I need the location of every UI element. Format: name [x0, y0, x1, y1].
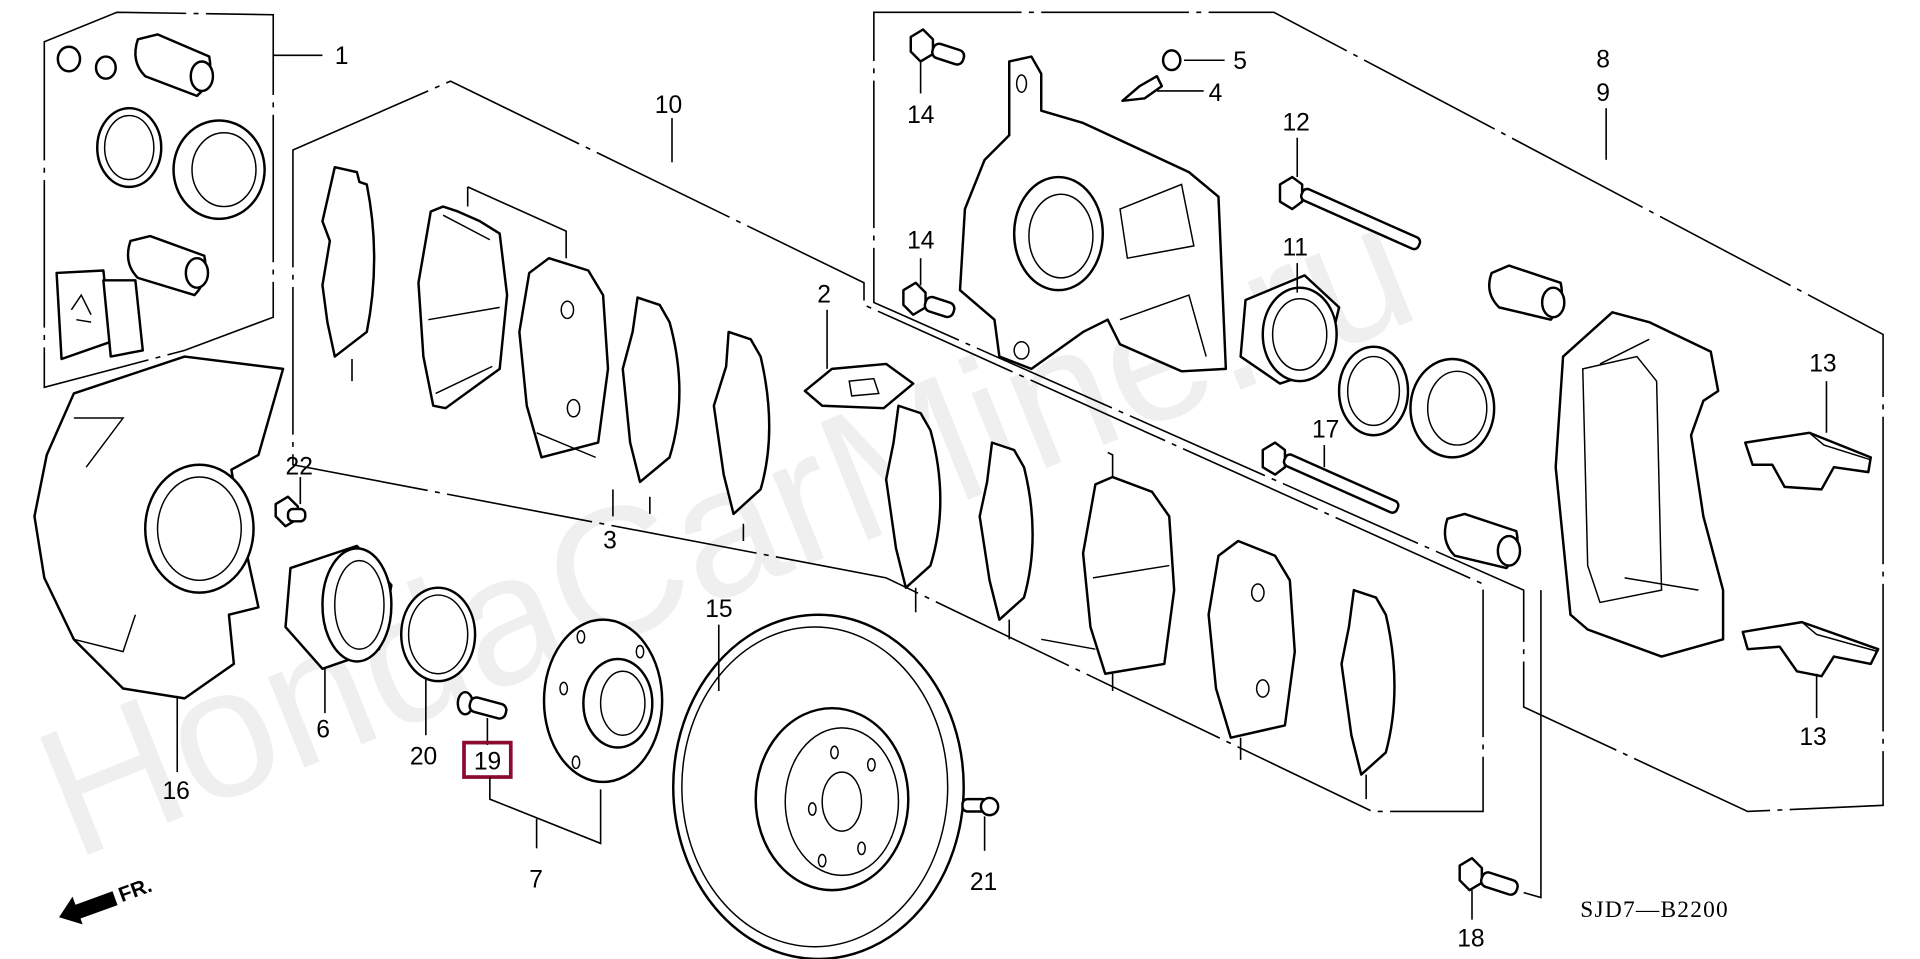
- pad-shim-1[interactable]: [321, 165, 376, 358]
- pad-shim-3[interactable]: [712, 330, 771, 516]
- pad-retainer-lower[interactable]: [1741, 620, 1880, 678]
- diagram-code: SJD7—B2200: [1580, 897, 1729, 923]
- callout-12[interactable]: 12: [1282, 109, 1309, 136]
- callout-1[interactable]: 1: [335, 43, 349, 70]
- highlight-box: [462, 740, 513, 779]
- callout-19[interactable]: 19: [474, 749, 501, 776]
- brake-pad-inner[interactable]: [417, 205, 509, 410]
- guide-pin-lower[interactable]: [1261, 441, 1400, 515]
- wheel-hub[interactable]: [542, 618, 664, 784]
- bracket-bolt[interactable]: [1458, 856, 1520, 896]
- caliper-piston[interactable]: [1239, 274, 1341, 385]
- arrow-left-icon: [59, 891, 118, 925]
- callout-16[interactable]: 16: [162, 778, 189, 805]
- callout-20[interactable]: 20: [410, 744, 437, 771]
- piston-boot-2[interactable]: [1409, 357, 1496, 459]
- pad-shim-4[interactable]: [884, 404, 942, 589]
- seal-small-a[interactable]: [56, 45, 82, 73]
- caliper-bolt-lower[interactable]: [902, 281, 956, 319]
- callout-14-upper[interactable]: 14: [907, 102, 934, 129]
- seal-kit-group: 1: [43, 11, 349, 389]
- seal-small-b[interactable]: [94, 55, 117, 80]
- callout-6[interactable]: 6: [316, 717, 330, 744]
- callout-18[interactable]: 18: [1457, 926, 1484, 953]
- splash-shield[interactable]: [33, 355, 285, 700]
- caliper-bolt-upper[interactable]: [909, 28, 966, 67]
- brake-rotor[interactable]: [672, 613, 965, 959]
- boot-upper[interactable]: [134, 33, 215, 98]
- guide-pin-upper[interactable]: [1278, 175, 1422, 251]
- caliper-bracket[interactable]: [1554, 311, 1725, 658]
- pad-shim-2[interactable]: [621, 296, 681, 484]
- pin-boot-lower[interactable]: [1443, 512, 1522, 570]
- callout-13-lower[interactable]: 13: [1799, 724, 1826, 751]
- dust-boot[interactable]: [172, 119, 266, 221]
- brake-pad-outer-2[interactable]: [1207, 539, 1297, 739]
- bleeder-screw[interactable]: [1121, 74, 1164, 103]
- wheel-bearing[interactable]: [284, 544, 393, 671]
- callout-17[interactable]: 17: [1312, 417, 1339, 444]
- brake-pad-outer-1[interactable]: [518, 256, 610, 459]
- pad-shim-5[interactable]: [978, 441, 1034, 621]
- callout-22[interactable]: 22: [286, 454, 313, 481]
- callout-21[interactable]: 21: [970, 869, 997, 896]
- boot-lower[interactable]: [126, 234, 210, 297]
- callout-3[interactable]: 3: [603, 527, 617, 554]
- rotor-screw[interactable]: [961, 796, 1000, 817]
- pad-retainer-upper[interactable]: [1744, 431, 1873, 491]
- piston-seal[interactable]: [96, 106, 163, 189]
- callout-14-lower[interactable]: 14: [907, 227, 934, 254]
- anti-squeal-shim[interactable]: [803, 362, 915, 410]
- callout-11[interactable]: 11: [1282, 235, 1308, 262]
- snap-ring[interactable]: [400, 586, 477, 683]
- callout-8[interactable]: 8: [1596, 47, 1610, 74]
- callout-13-upper[interactable]: 13: [1809, 350, 1836, 377]
- hub-bolt[interactable]: [456, 690, 508, 720]
- shield-bolt[interactable]: [274, 495, 307, 528]
- callout-7[interactable]: 7: [529, 867, 543, 894]
- callout-4[interactable]: 4: [1209, 80, 1223, 107]
- callout-5[interactable]: 5: [1233, 48, 1247, 75]
- pad-set-group: 10 3 2: [292, 80, 1484, 813]
- piston-seal-2[interactable]: [1337, 345, 1410, 437]
- brake-pad-inner-2[interactable]: [1081, 475, 1176, 675]
- pin-boot-upper[interactable]: [1488, 264, 1566, 321]
- pad-shim-6[interactable]: [1340, 588, 1396, 776]
- bleeder-cap[interactable]: [1161, 49, 1182, 72]
- caliper-group: 8 9 14 14 4 5: [873, 11, 1884, 953]
- callout-9[interactable]: 9: [1596, 80, 1610, 107]
- callout-10[interactable]: 10: [655, 92, 682, 119]
- caliper-body[interactable]: [958, 55, 1228, 373]
- callout-15[interactable]: 15: [705, 596, 732, 623]
- callout-2[interactable]: 2: [817, 281, 831, 308]
